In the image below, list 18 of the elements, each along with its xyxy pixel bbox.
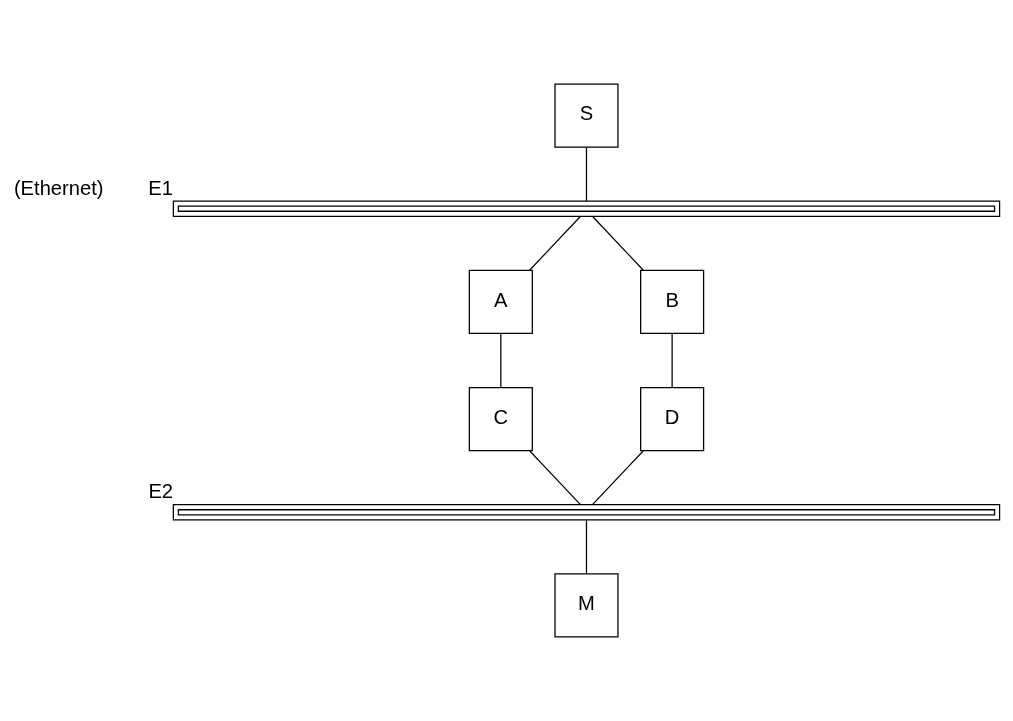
node-bar xyxy=(172,200,1001,217)
connector xyxy=(528,215,581,271)
connector xyxy=(671,333,673,389)
connector xyxy=(500,333,502,389)
node-bar xyxy=(172,504,1001,521)
node-label: E2 xyxy=(148,480,174,503)
connector xyxy=(529,450,582,506)
node-box: C xyxy=(468,386,533,452)
node-box: A xyxy=(468,269,533,335)
connector xyxy=(585,146,588,202)
node-label: (Ethernet) E1 xyxy=(13,176,173,199)
node-box: D xyxy=(640,386,705,452)
connector xyxy=(592,215,644,271)
connector xyxy=(585,519,588,575)
node-box: B xyxy=(640,269,705,335)
node-box: M xyxy=(554,573,619,638)
connector xyxy=(591,450,644,506)
node-box: S xyxy=(554,83,619,148)
